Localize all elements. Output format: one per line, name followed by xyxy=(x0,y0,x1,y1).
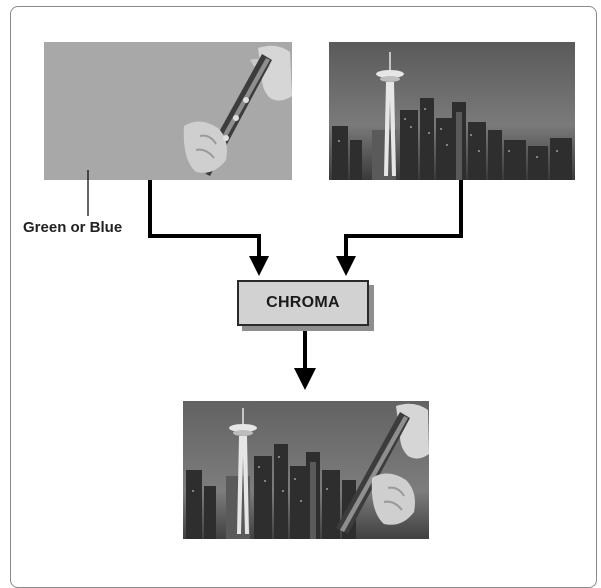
arrowhead-icon xyxy=(294,368,316,390)
diagram-canvas xyxy=(44,42,575,539)
foreground-image xyxy=(44,42,292,180)
arrowhead-icon xyxy=(249,256,269,276)
chroma-process-box: CHROMA xyxy=(237,280,369,326)
arrowhead-icon xyxy=(336,256,356,276)
arrow-background-to-chroma xyxy=(336,180,463,276)
chroma-label: CHROMA xyxy=(266,294,340,311)
space-needle-icon xyxy=(229,408,257,534)
result-image xyxy=(183,401,429,539)
key-color-label: Green or Blue xyxy=(23,219,123,236)
arrow-chroma-to-result xyxy=(294,326,316,390)
arrow-foreground-to-chroma xyxy=(148,180,269,276)
space-needle-icon xyxy=(376,52,404,176)
background-image xyxy=(329,42,575,180)
